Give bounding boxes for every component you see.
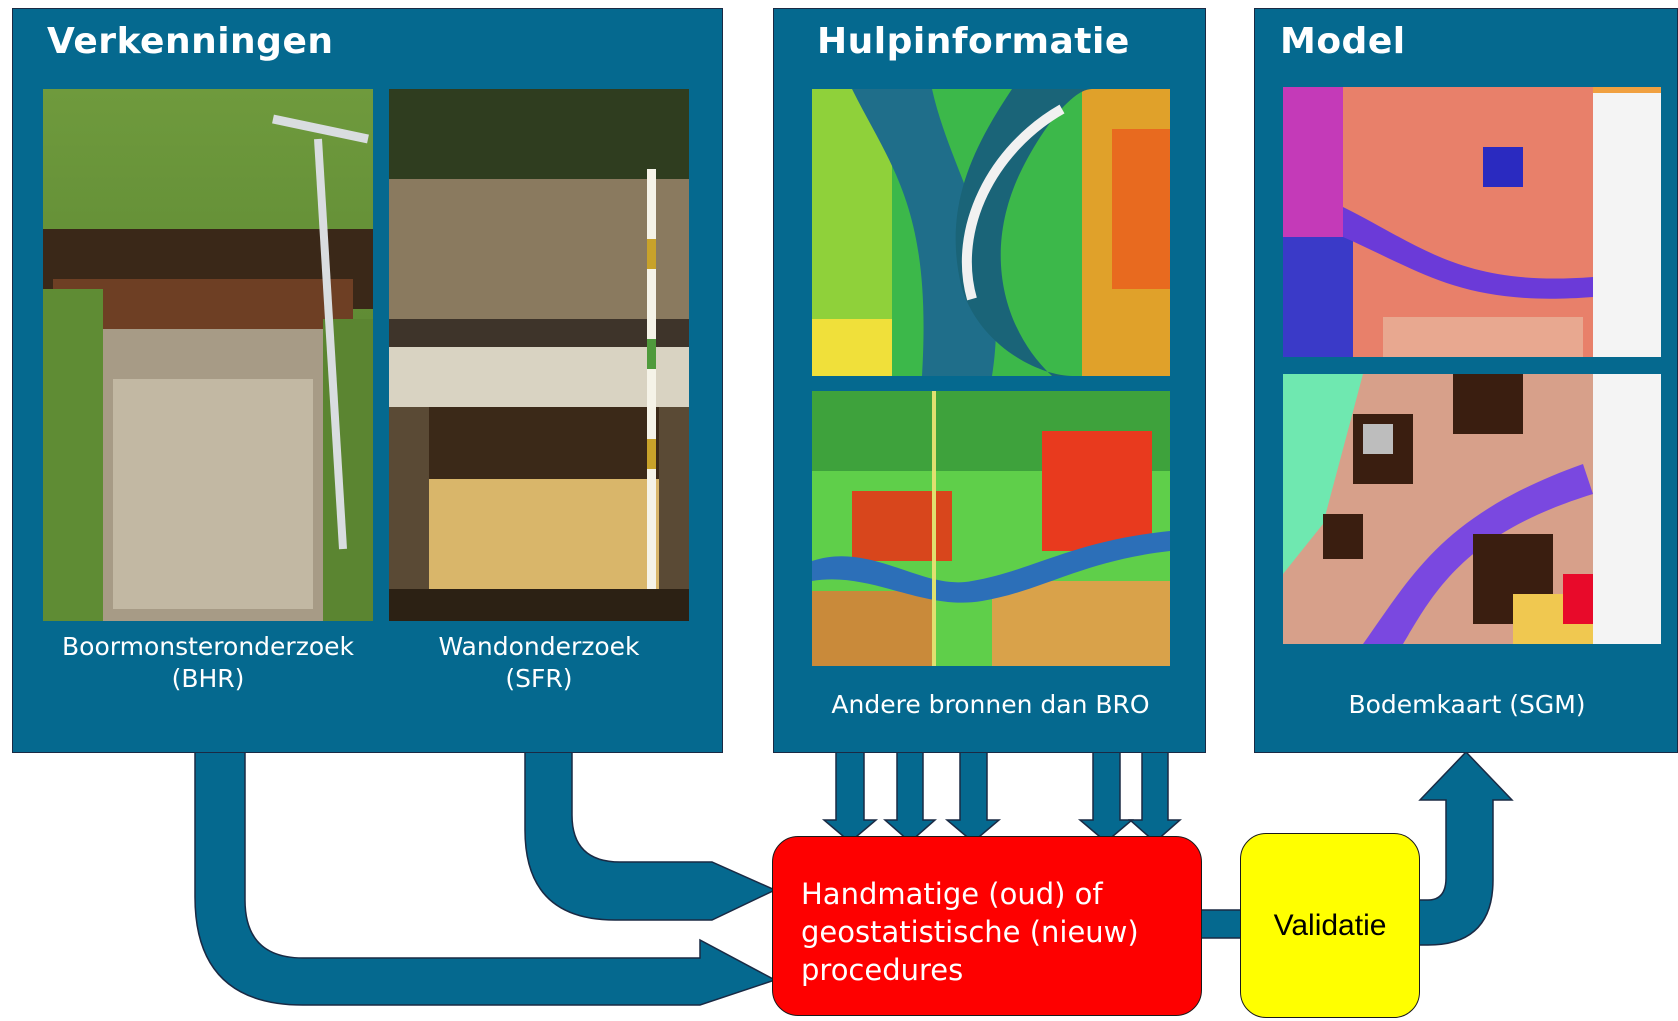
borehole-caption-line1: Boormonsteronderzoek	[62, 632, 354, 661]
soil-wall-caption-line1: Wandonderzoek	[438, 632, 640, 661]
elevation-map-image	[812, 89, 1170, 376]
arrow-aux-2	[883, 749, 937, 843]
arrow-aux-1	[821, 749, 879, 843]
borehole-caption: Boormonsteronderzoek (BHR)	[43, 631, 373, 695]
soil-map-bottom-image	[1283, 374, 1661, 644]
explorations-panel: Verkenningen	[12, 8, 723, 753]
process-line-3: procedures	[801, 953, 964, 987]
process-box: Handmatige (oud) of geostatistische (nie…	[772, 836, 1202, 1016]
arrow-aux-4	[1077, 749, 1135, 843]
soil-wall-photo	[389, 89, 689, 621]
auxiliary-caption: Andere bronnen dan BRO	[831, 690, 1150, 719]
model-caption: Bodemkaart (SGM)	[1348, 690, 1586, 719]
arrow-bhr-to-process	[194, 749, 777, 1006]
validation-label: Validatie	[1273, 908, 1387, 942]
connector-process-validation	[1199, 909, 1245, 939]
model-panel: Model Bodemkaart (SGM)	[1254, 8, 1678, 753]
arrow-validation-to-model	[1417, 750, 1514, 946]
borehole-photo	[43, 89, 373, 621]
process-line-2: geostatistische (nieuw)	[801, 915, 1139, 949]
auxiliary-title: Hulpinformatie	[817, 21, 1130, 62]
process-line-1: Handmatige (oud) of	[801, 877, 1103, 911]
explorations-title: Verkenningen	[47, 21, 334, 62]
validation-box: Validatie	[1240, 833, 1420, 1018]
arrow-aux-5	[1128, 749, 1182, 843]
arrow-aux-3	[944, 749, 1002, 843]
land-use-map-image	[812, 391, 1170, 666]
soil-wall-caption: Wandonderzoek (SFR)	[389, 631, 689, 695]
model-title: Model	[1280, 21, 1406, 62]
soil-map-top-image	[1283, 87, 1661, 357]
arrow-sfr-to-process	[524, 749, 777, 921]
soil-wall-caption-line2: (SFR)	[505, 664, 573, 693]
auxiliary-panel: Hulpinformatie Andere bronnen dan BRO	[773, 8, 1206, 753]
borehole-caption-line2: (BHR)	[171, 664, 245, 693]
